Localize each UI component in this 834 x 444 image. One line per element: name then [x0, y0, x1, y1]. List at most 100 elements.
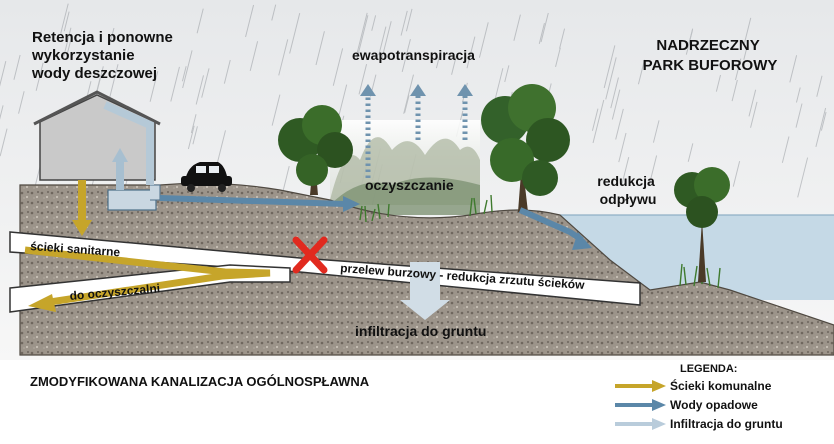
infiltration-arrow	[400, 262, 450, 320]
rain-streak	[715, 74, 721, 92]
rain-streak	[271, 94, 281, 126]
rain-streak	[358, 64, 368, 95]
rain-streak	[618, 132, 627, 163]
purification-label: oczyszczanie	[365, 177, 454, 193]
rain-streak	[685, 30, 693, 55]
rain-streak	[478, 22, 489, 58]
rain-streak	[60, 3, 69, 34]
rain-streak	[278, 39, 289, 76]
evapotranspiration-arrowheads	[360, 84, 473, 96]
rain-streak	[378, 26, 387, 56]
rain-streak	[687, 143, 694, 162]
tree-icon	[278, 105, 353, 195]
stormwater-flow	[103, 101, 592, 250]
system-name: ZMODYFIKOWANA KANALIZACJA OGÓLNOSPŁAWNA	[30, 374, 370, 389]
rain-streak	[603, 45, 616, 89]
rain-streak	[743, 17, 752, 45]
background-forest	[330, 120, 480, 215]
legend-label: Ścieki komunalne	[670, 378, 772, 393]
legend: LEGENDA: Ścieki komunalne Wody opadowe I…	[615, 363, 783, 431]
rain-streak	[195, 75, 204, 105]
rain-streak	[0, 61, 7, 87]
rain-streak	[795, 87, 801, 103]
rain-streak	[381, 21, 392, 60]
rain-streak	[249, 41, 259, 72]
rain-streak	[559, 28, 566, 49]
rain-streak	[748, 89, 757, 117]
rain-streak	[513, 14, 521, 41]
evapotranspiration-arrows	[365, 96, 468, 178]
rain-streak	[540, 12, 549, 43]
rain-streak	[538, 23, 545, 44]
legend-item: Wody opadowe	[615, 398, 758, 412]
rain-streak	[109, 27, 115, 43]
evapotranspiration-label: ewapotranspiracja	[352, 47, 475, 63]
rain-streak	[182, 50, 193, 89]
rain-streak	[332, 48, 344, 86]
rain-streak	[732, 161, 741, 187]
rain-streak	[648, 155, 658, 186]
park-title: NADRZECZNY PARK BUFOROWY	[643, 37, 778, 74]
rain-streak	[66, 35, 73, 54]
rain-streak	[0, 105, 4, 120]
rain-streak	[652, 120, 660, 143]
legend-label: Infiltracja do gruntu	[670, 417, 783, 431]
rain-streak	[0, 128, 8, 157]
rain-streak	[190, 114, 197, 134]
rain-streak	[192, 126, 198, 145]
rain-streak	[170, 66, 180, 102]
rain-streak	[35, 62, 44, 91]
rain-streak	[196, 8, 204, 34]
overflow-block-mark	[292, 236, 328, 274]
rain-streak	[466, 36, 476, 69]
rain-streak	[451, 56, 457, 75]
rain-streak	[201, 68, 210, 98]
rain-streak	[750, 101, 758, 128]
rain-streak	[400, 10, 408, 36]
rain-streak	[815, 107, 827, 147]
retention-label: Retencja i ponowne wykorzystanie wody de…	[31, 29, 177, 82]
rain-streak	[591, 108, 599, 131]
sewage-flow	[24, 180, 271, 312]
rain-streak	[611, 89, 621, 120]
rain-streak	[355, 12, 368, 57]
rain-streak	[621, 157, 630, 185]
rain-streak	[735, 58, 742, 81]
rain-streak	[315, 31, 325, 66]
rain-streak	[18, 91, 25, 114]
legend-item: Ścieki komunalne	[615, 378, 772, 393]
rain-streak	[789, 55, 798, 83]
rain-streak	[63, 27, 72, 57]
rain-streak	[289, 12, 301, 54]
rain-streak	[403, 74, 414, 114]
legend-title: LEGENDA:	[680, 363, 737, 375]
rain-streak	[245, 4, 255, 38]
rain-streak	[504, 65, 510, 83]
rain-streak	[797, 157, 809, 198]
tree-icon	[481, 84, 570, 212]
rain-streak	[63, 11, 70, 32]
rain-streak	[731, 79, 738, 102]
sanitary-sewage-label: ścieki sanitarne	[30, 239, 121, 259]
rain-streak	[187, 125, 195, 150]
rain-streak	[371, 15, 377, 31]
runoff-reduction-label: redukcja odpływu	[597, 173, 658, 207]
rain-streak	[615, 108, 624, 140]
rain-streak	[605, 57, 617, 100]
legend-label: Wody opadowe	[670, 398, 758, 412]
rain-streak	[149, 71, 159, 102]
rain-streak	[356, 15, 369, 60]
rain-streak	[555, 47, 561, 67]
retention-tank	[107, 184, 161, 211]
rain-streak	[401, 38, 411, 73]
rain-streak	[781, 136, 790, 163]
rain-streak	[181, 66, 187, 82]
rain-streak	[592, 99, 605, 144]
rain-streak	[637, 59, 646, 85]
rain-streak	[820, 111, 827, 131]
rain-streak	[435, 53, 441, 69]
rain-streak	[816, 75, 823, 97]
rain-streak	[610, 77, 619, 109]
